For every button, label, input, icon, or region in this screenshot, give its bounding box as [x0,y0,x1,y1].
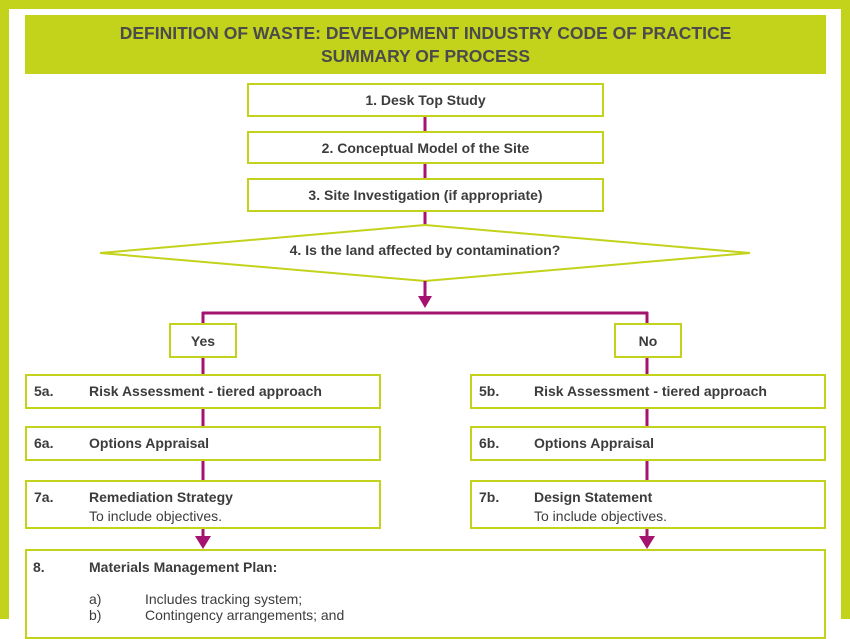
step-8-number: 8. [33,559,45,575]
step-2-box: 2. Conceptual Model of the Site [247,131,604,164]
page-frame [0,0,850,619]
step-6a-box: 6a. Options Appraisal [25,426,381,461]
step-7b-subtitle: To include objectives. [534,508,668,524]
step-5b-title: Risk Assessment - tiered approach [534,383,767,399]
step-6b-title: Options Appraisal [534,435,655,451]
step-7a-title: Remediation Strategy [89,489,233,505]
step-8-item-a-text: Includes tracking system; [145,591,303,607]
yes-box: Yes [169,323,237,358]
arrowhead-7a-8 [195,536,211,549]
step-8-title: Materials Management Plan: [89,559,278,575]
step-6b-box: 6b. Options Appraisal [470,426,826,461]
step-8-item-b-text: Contingency arrangements; and [145,607,345,623]
step-5a-box: 5a. Risk Assessment - tiered approach [25,374,381,409]
decision-diamond [99,223,751,283]
step-2-label: 2. Conceptual Model of the Site [321,139,530,156]
step-6a-title: Options Appraisal [89,435,210,451]
header-subtitle: SUMMARY OF PROCESS [320,45,531,66]
header-banner: DEFINITION OF WASTE: DEVELOPMENT INDUSTR… [25,15,826,74]
step-8-item-a-marker: a) [89,591,102,607]
no-label: No [638,332,658,349]
step-7a-box: 7a. Remediation Strategy To include obje… [25,480,381,529]
header-title: DEFINITION OF WASTE: DEVELOPMENT INDUSTR… [119,22,732,43]
step-5b-box: 5b. Risk Assessment - tiered approach [470,374,826,409]
step-6b-number: 6b. [479,435,500,451]
no-box: No [614,323,682,358]
decision-label: 4. Is the land affected by contamination… [289,242,561,258]
connector-lines [99,116,751,549]
arrowhead-7b-8 [639,536,655,549]
step-7b-box: 7b. Design Statement To include objectiv… [470,480,826,529]
step-8-box: 8. Materials Management Plan: a) Include… [25,549,826,639]
step-7a-subtitle: To include objectives. [89,508,223,524]
step-8-item-b-marker: b) [89,607,102,623]
step-7b-number: 7b. [479,489,500,505]
step-6a-number: 6a. [34,435,54,451]
step-3-label: 3. Site Investigation (if appropriate) [308,187,543,203]
step-3-box: 3. Site Investigation (if appropriate) [247,178,604,212]
step-7b-title: Design Statement [534,489,653,505]
step-1-box: 1. Desk Top Study [247,83,604,117]
step-1-label: 1. Desk Top Study [365,92,486,108]
step-5a-title: Risk Assessment - tiered approach [89,383,322,399]
step-5a-number: 5a. [34,383,54,399]
arrowhead-split [418,296,432,308]
step-7a-number: 7a. [34,489,54,505]
yes-label: Yes [190,332,216,349]
step-5b-number: 5b. [479,383,500,399]
